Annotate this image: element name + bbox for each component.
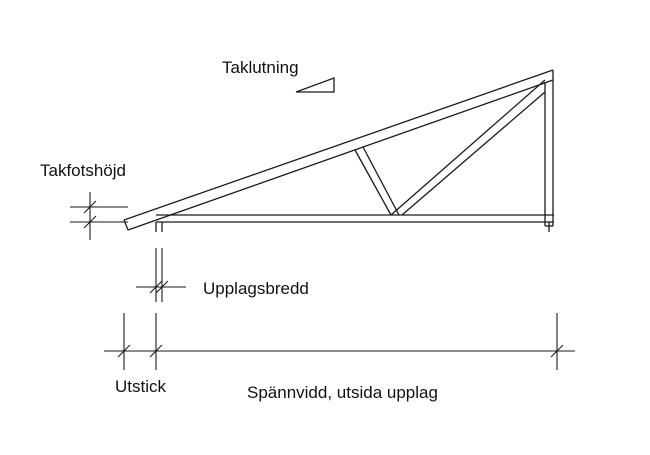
- roof-pitch-label: Taklutning: [222, 58, 299, 77]
- eave-height-label: Takfotshöjd: [40, 161, 126, 180]
- vertical-post: [544, 70, 554, 227]
- top-chord: [123, 69, 554, 231]
- bottom-chord: [156, 214, 554, 223]
- web-member-left: [354, 146, 400, 216]
- span-label: Spännvidd, utsida upplag: [247, 383, 438, 402]
- bearing-width-dimension: [136, 248, 186, 302]
- overhang-label: Utstick: [115, 377, 167, 396]
- web-member-right: [390, 79, 546, 216]
- eave-height-dimension: [70, 192, 128, 240]
- left-support: [155, 222, 163, 232]
- roof-pitch-symbol: [295, 77, 335, 93]
- span-dimension: [104, 313, 575, 370]
- bearing-width-label: Upplagsbredd: [203, 279, 309, 298]
